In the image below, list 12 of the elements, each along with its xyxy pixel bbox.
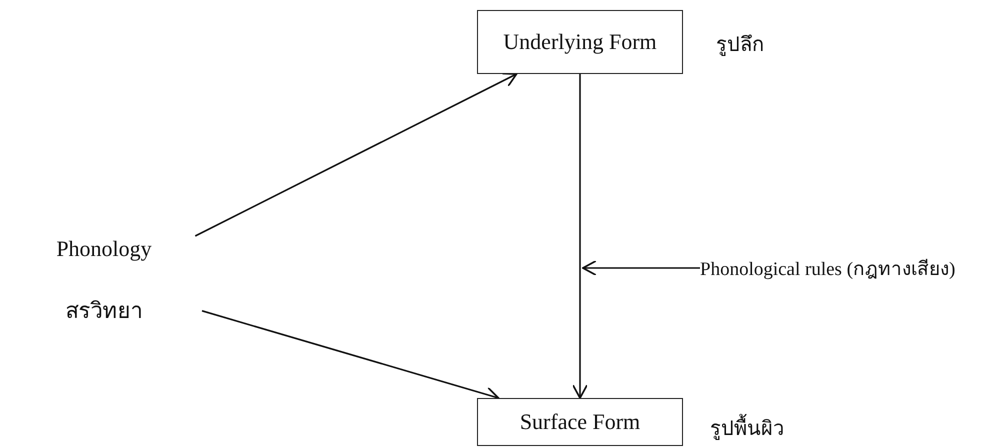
box-label: Underlying Form [503,29,657,55]
arrow [572,74,588,399]
diagram-label: สรวิทยา [66,297,142,325]
arrow [194,72,518,237]
diagram-label: Phonology [56,236,152,262]
box-label: Surface Form [520,409,640,435]
arrow [582,260,700,276]
diagram-label: Phonological rules (กฎทางเสียง) [700,258,956,282]
form-box [477,398,683,446]
form-box [477,10,683,74]
node-caption: รูปลึก [716,33,764,58]
node-caption: รูปพื้นผิว [710,412,784,444]
